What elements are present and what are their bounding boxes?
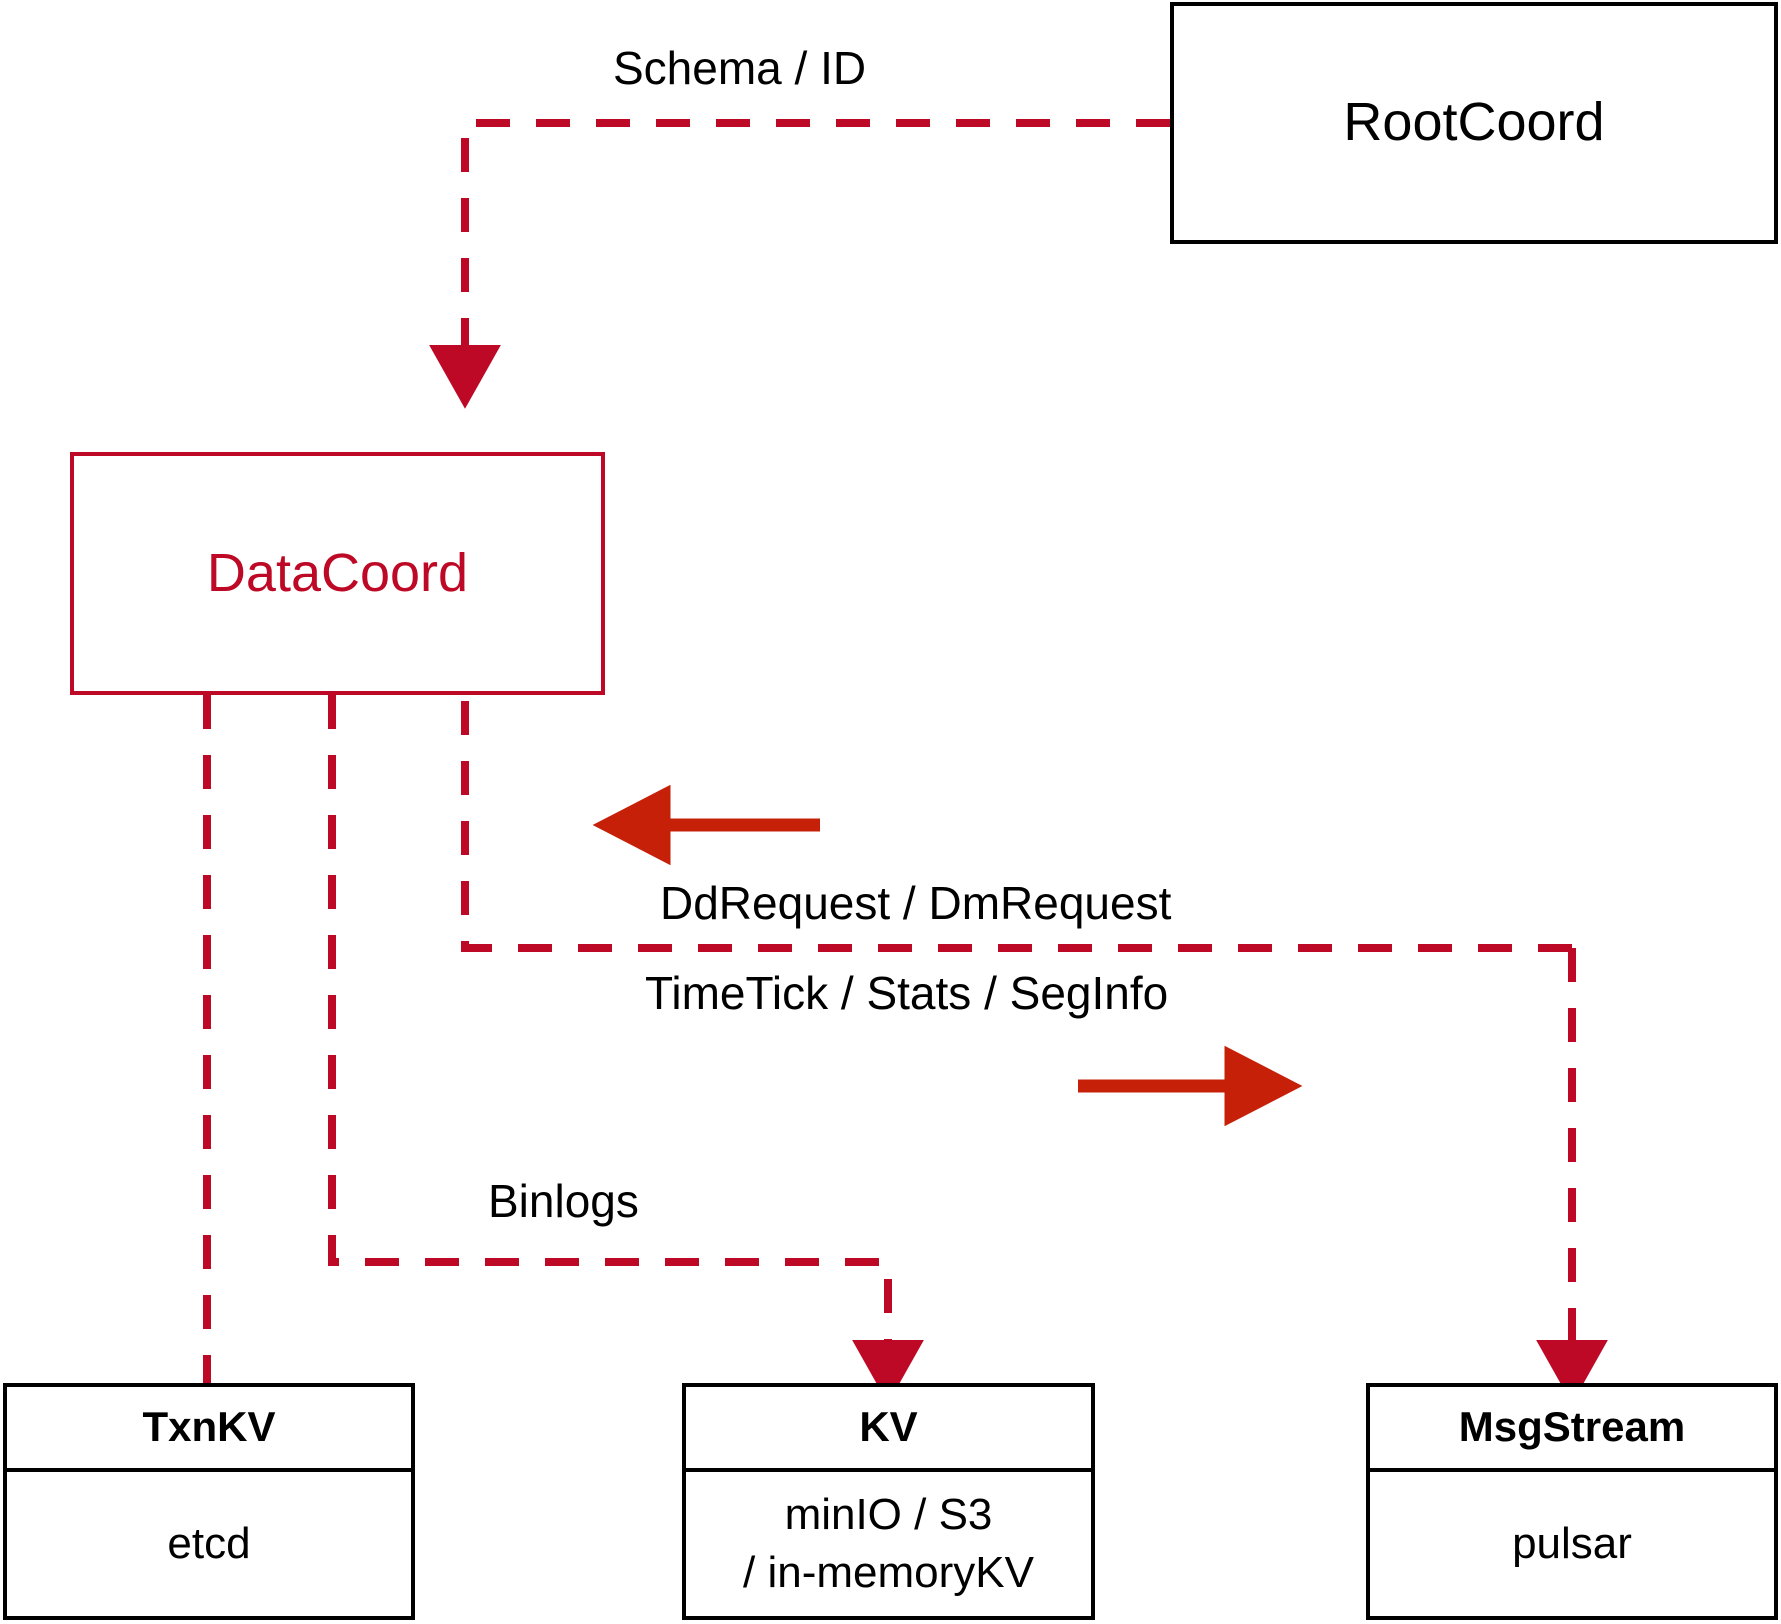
node-txnkv-header: TxnKV bbox=[7, 1387, 411, 1472]
node-rootcoord[interactable]: RootCoord bbox=[1170, 2, 1778, 244]
edge-label-schema-id: Schema / ID bbox=[613, 42, 867, 94]
node-txnkv[interactable]: TxnKV etcd bbox=[3, 1383, 415, 1620]
node-msgstream-header-label: MsgStream bbox=[1458, 1403, 1686, 1451]
node-txnkv-body: etcd bbox=[7, 1472, 411, 1616]
edge-schema-id bbox=[429, 119, 1170, 409]
node-txnkv-header-label: TxnKV bbox=[142, 1403, 276, 1451]
node-msgstream-body-label: pulsar bbox=[1512, 1518, 1632, 1568]
node-txnkv-body-label: etcd bbox=[167, 1518, 251, 1568]
node-msgstream-body: pulsar bbox=[1370, 1472, 1774, 1616]
node-kv-header-label: KV bbox=[859, 1403, 918, 1451]
node-rootcoord-label: RootCoord bbox=[1343, 92, 1605, 153]
node-msgstream-header: MsgStream bbox=[1370, 1387, 1774, 1472]
edge-label-timetick-stats-seginfo: TimeTick / Stats / SegInfo bbox=[645, 967, 1169, 1019]
edge-label-binlogs: Binlogs bbox=[488, 1175, 639, 1227]
node-datacoord[interactable]: DataCoord bbox=[70, 452, 605, 695]
edge-label-dd-dm-request: DdRequest / DmRequest bbox=[660, 877, 1172, 929]
node-datacoord-label: DataCoord bbox=[206, 542, 469, 603]
node-msgstream[interactable]: MsgStream pulsar bbox=[1366, 1383, 1778, 1620]
node-kv[interactable]: KV minIO / S3 / in-memoryKV bbox=[682, 1383, 1095, 1620]
edge-binlogs bbox=[328, 695, 924, 1404]
node-kv-header: KV bbox=[686, 1387, 1091, 1472]
node-kv-body: minIO / S3 / in-memoryKV bbox=[686, 1472, 1091, 1616]
node-kv-body-label: minIO / S3 / in-memoryKV bbox=[743, 1489, 1034, 1597]
